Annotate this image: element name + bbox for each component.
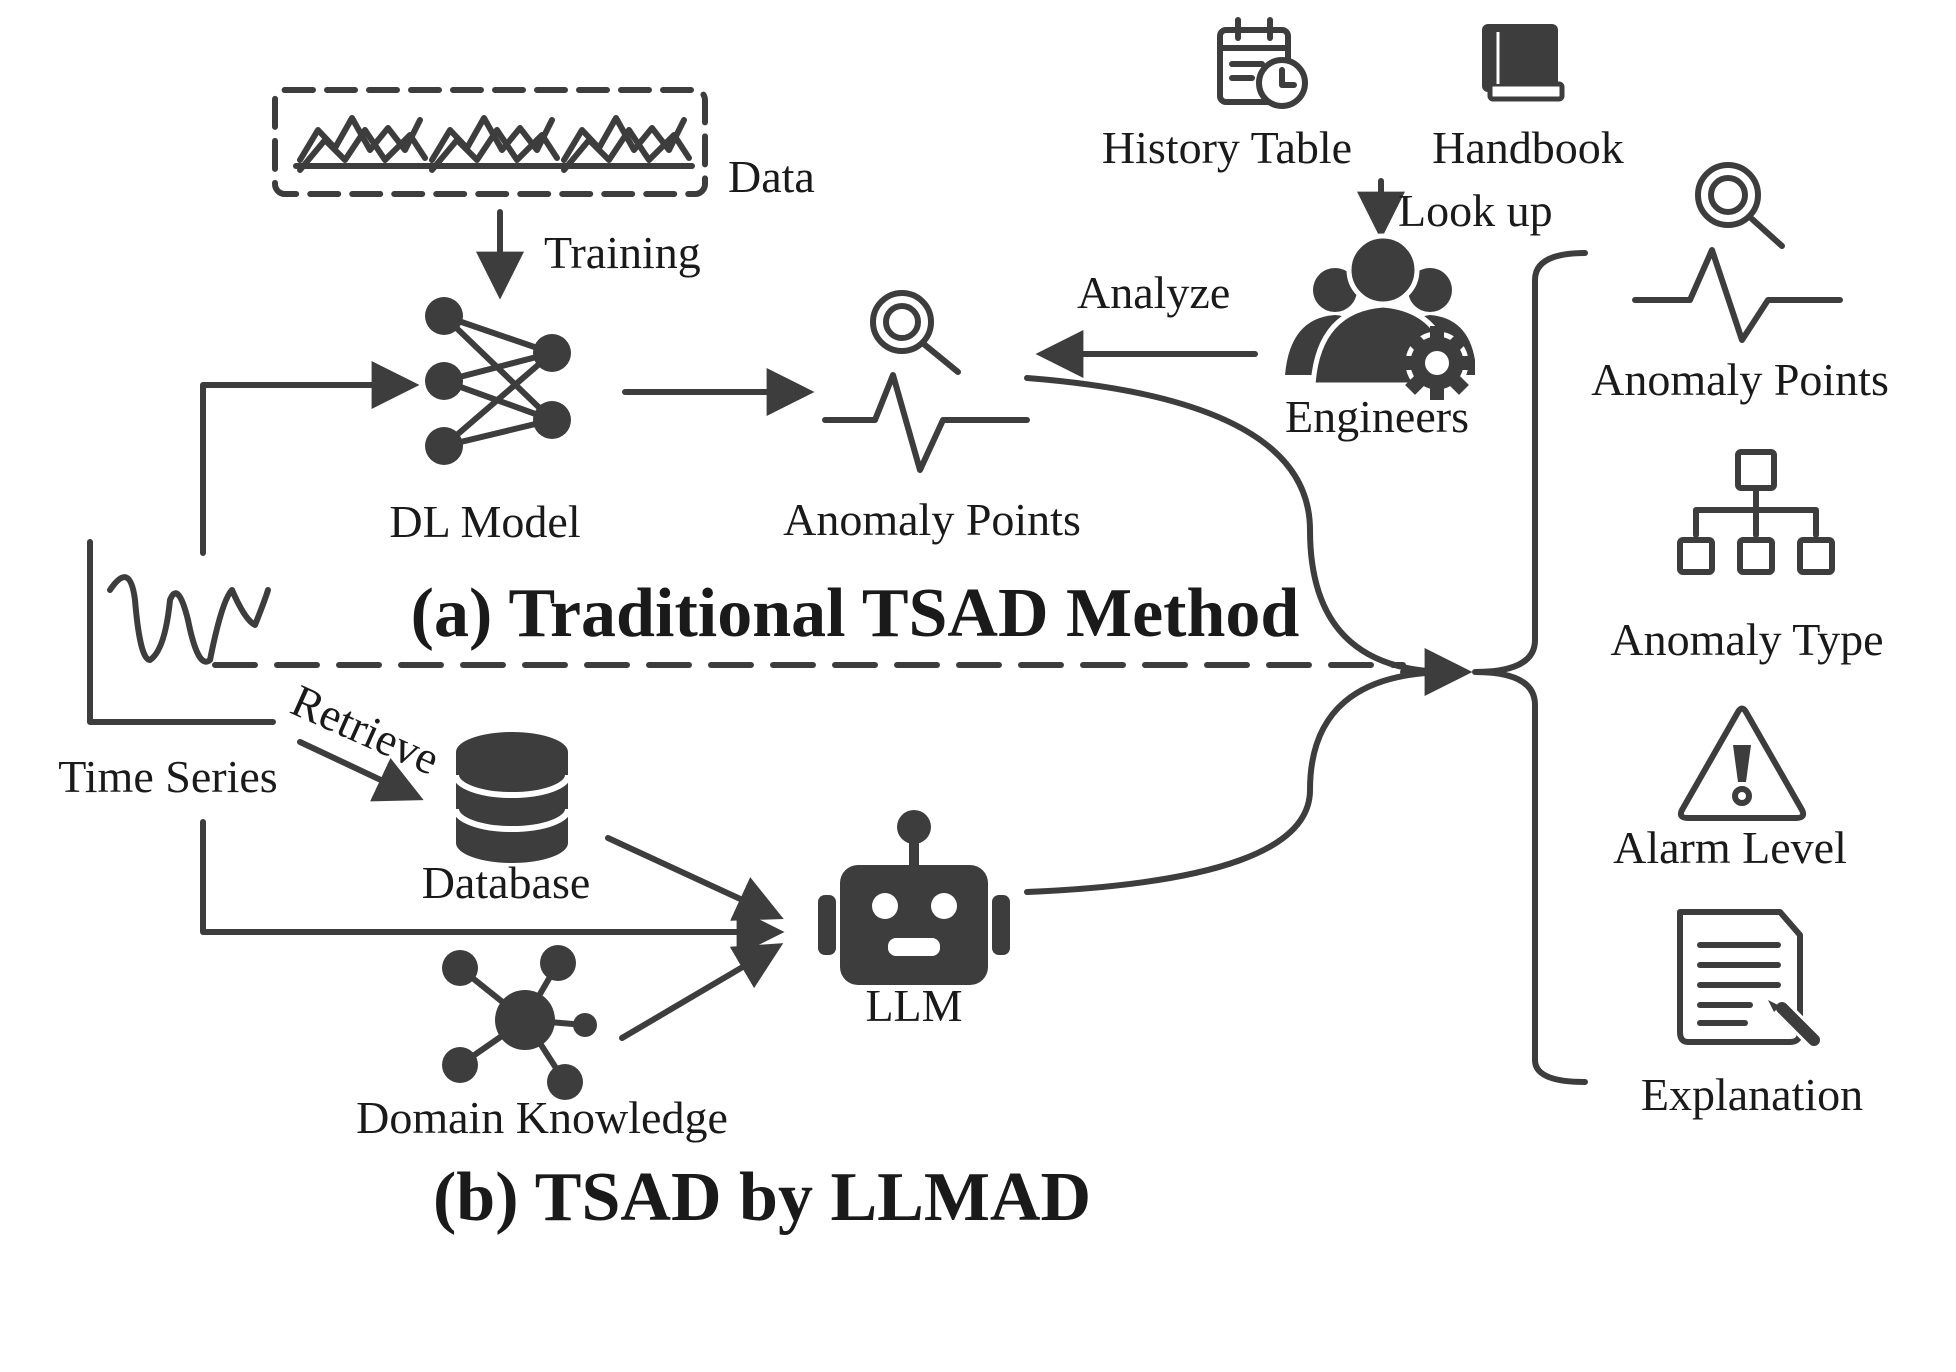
analyze-label: Analyze <box>1077 267 1230 318</box>
traditional-output-curve <box>1024 375 1453 675</box>
dl-model-label: DL Model <box>389 496 580 547</box>
book-icon <box>1482 24 1565 102</box>
engineers-icon <box>1285 233 1475 400</box>
handbook-label: Handbook <box>1432 122 1624 173</box>
warning-icon <box>1677 705 1807 821</box>
anomaly-search-icon <box>822 290 1030 473</box>
llmad-output-curve <box>1024 669 1453 895</box>
output-alarm-level-label: Alarm Level <box>1613 822 1847 873</box>
traditional-method-title: (a) Traditional TSAD Method <box>411 575 1300 652</box>
engineers-label: Engineers <box>1285 391 1469 442</box>
knowledge-graph-icon <box>442 945 597 1100</box>
database-to-llm-arrow <box>605 835 784 921</box>
anomaly-points-label: Anomaly Points <box>783 494 1081 545</box>
retrieve-arrow <box>297 739 424 802</box>
calendar-clock-icon <box>1217 17 1308 109</box>
knowledge-to-llm-arrow <box>619 943 784 1041</box>
llmad-title: (b) TSAD by LLMAD <box>433 1159 1091 1236</box>
output-bracket <box>1472 250 1588 1085</box>
output-anomaly-points-label: Anomaly Points <box>1591 354 1889 405</box>
database-label: Database <box>422 857 591 908</box>
output-anomaly-search-icon <box>1632 162 1843 343</box>
retrieve-label: Retrieve <box>284 675 447 785</box>
training-data-icon <box>272 87 708 197</box>
hierarchy-icon <box>1677 449 1835 575</box>
output-explanation-label: Explanation <box>1641 1069 1863 1120</box>
time-series-label: Time Series <box>58 751 277 802</box>
training-label: Training <box>544 227 701 278</box>
history-table-label: History Table <box>1102 122 1352 173</box>
time-series-icon <box>87 539 276 725</box>
look-up-label: Look up <box>1398 185 1553 236</box>
database-icon <box>453 732 571 863</box>
time-series-to-dl-arrow <box>200 361 420 556</box>
domain-knowledge-label: Domain Knowledge <box>356 1092 728 1143</box>
document-icon <box>1677 909 1823 1049</box>
llm-label: LLM <box>865 980 962 1031</box>
neural-network-icon <box>425 297 571 465</box>
robot-icon <box>818 810 1010 985</box>
time-series-to-llm-arrow <box>200 819 785 956</box>
output-anomaly-type-label: Anomaly Type <box>1610 614 1883 665</box>
data-label: Data <box>728 151 815 202</box>
